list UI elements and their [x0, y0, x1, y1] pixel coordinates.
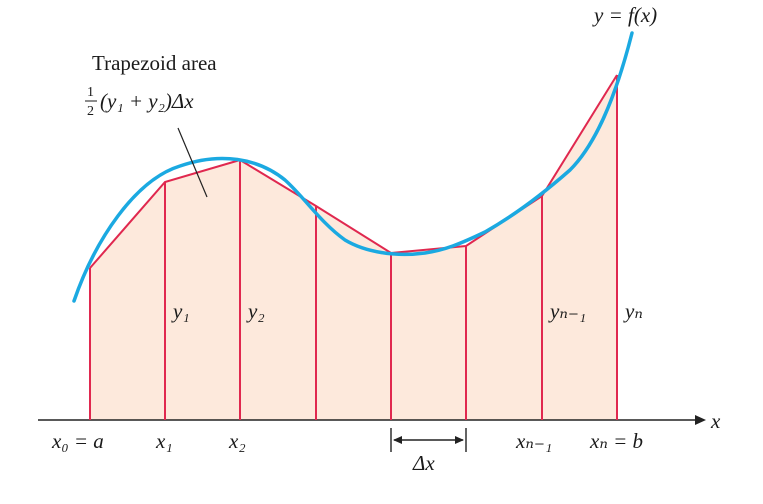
x-axis-label: x	[710, 409, 721, 433]
trapezoid-fill-region	[90, 75, 617, 420]
delta-x-right-arrowhead	[455, 436, 464, 444]
annotation-fraction-numerator: 1	[87, 85, 94, 100]
trapezoid-verticals	[89, 75, 618, 420]
x-label-x2: x₂	[228, 429, 246, 453]
x-label-x0: x₀ = a	[51, 429, 104, 453]
delta-x-marker	[390, 428, 467, 452]
x-label-x1: x₁	[155, 429, 173, 453]
x-label-xn: xₙ = b	[589, 429, 643, 453]
height-label-y1: y₁	[171, 299, 190, 323]
height-label-yn: yₙ	[623, 299, 643, 323]
height-label-yn1: yₙ₋₁	[548, 299, 586, 323]
delta-x-label: Δx	[412, 451, 435, 475]
annotation-title: Trapezoid area	[92, 51, 217, 75]
annotation-fraction-denominator: 2	[87, 104, 94, 119]
curve-label: y = f(x)	[592, 3, 657, 27]
annotation-pointer	[177, 127, 208, 198]
annotation-formula: (y₁ + y₂)Δx	[100, 89, 194, 113]
height-label-y2: y₂	[246, 299, 265, 323]
delta-x-left-arrowhead	[393, 436, 402, 444]
x-label-xn1: xₙ₋₁	[515, 429, 552, 453]
function-curve	[72, 31, 634, 303]
x-axis-arrowhead	[695, 415, 706, 425]
